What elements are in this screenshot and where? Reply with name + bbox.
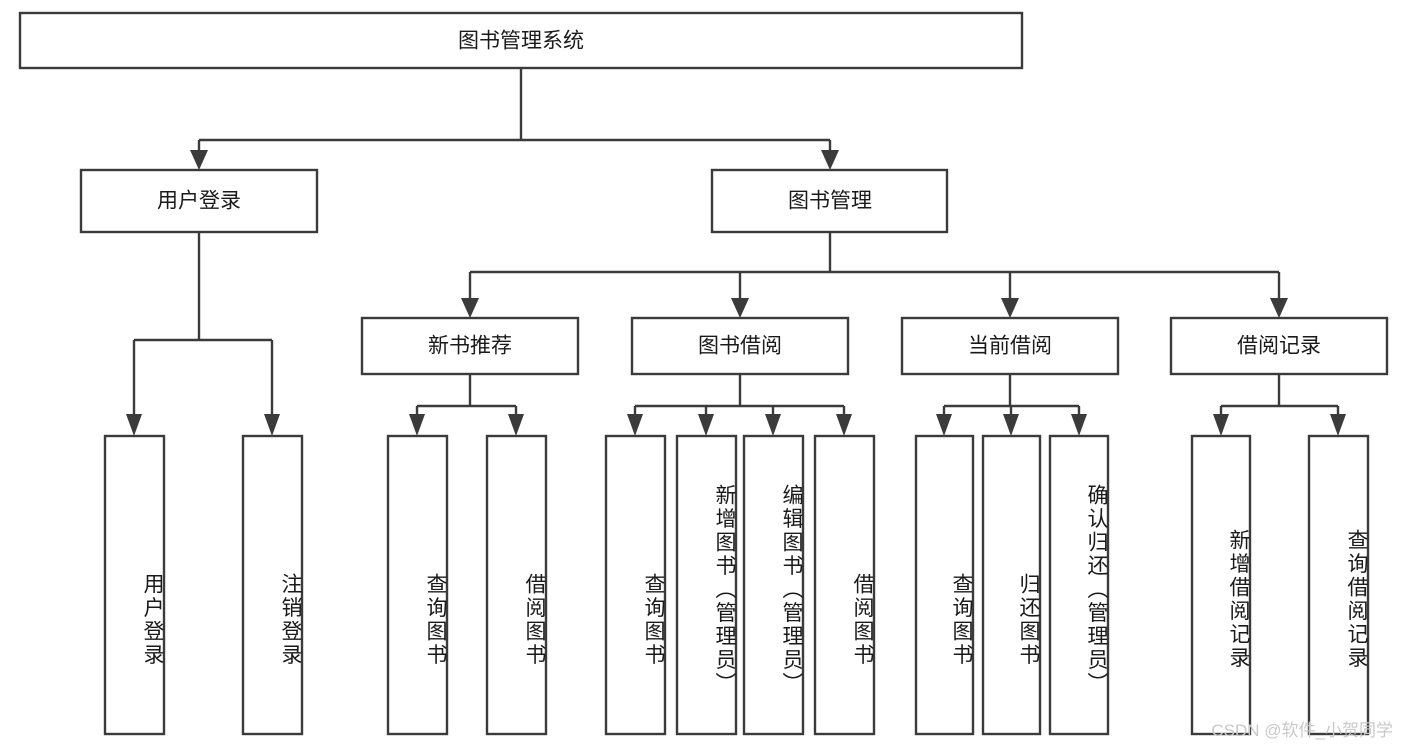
node-borrow-records-box[interactable]	[1169, 316, 1389, 376]
leaf-box-user-login[interactable]	[103, 434, 166, 736]
leaf-box-edit-book-admin[interactable]	[742, 434, 805, 736]
leaf-box-borrow-books-nb[interactable]	[485, 434, 548, 736]
arrow-records-to-leaf2	[1330, 414, 1346, 436]
leaf-box-return-books[interactable]	[981, 434, 1042, 736]
arrow-borrow-to-leaf1	[627, 414, 643, 436]
arrow-borrow-to-leaf4	[836, 414, 852, 436]
leaf-box-query-borrow-record[interactable]	[1307, 434, 1370, 736]
leaf-box-confirm-return-admin[interactable]	[1048, 434, 1110, 736]
arrow-userlogin-to-leaf1	[126, 414, 142, 436]
arrow-bookmgmt-to-records	[1270, 298, 1288, 318]
leaf-box-borrow-books-bb[interactable]	[813, 434, 876, 736]
edge-group-root	[190, 68, 839, 170]
node-new-book-recommend[interactable]: 新书推荐	[360, 316, 580, 376]
arrow-newbooks-to-leaf2	[508, 414, 524, 436]
edge-group-user-login	[126, 232, 280, 436]
arrow-bookmgmt-to-new-books	[461, 298, 479, 318]
node-book-management-label: 图书管理	[788, 190, 872, 213]
edge-group-current	[936, 374, 1087, 436]
node-user-login-label: 用户登录	[157, 190, 241, 213]
node-book-management-box[interactable]	[710, 168, 949, 234]
arrow-current-to-leaf3	[1071, 414, 1087, 436]
node-borrow-records-label: 借阅记录	[1237, 335, 1321, 358]
node-user-login[interactable]: 用户登录	[79, 168, 319, 234]
leaf-box-query-books-bb[interactable]	[604, 434, 667, 736]
arrow-borrow-to-leaf3	[765, 414, 781, 436]
leaf-box-logout[interactable]	[241, 434, 304, 736]
node-root-box[interactable]	[18, 11, 1024, 70]
arrow-records-to-leaf1	[1213, 414, 1229, 436]
leaf-box-query-books-nb[interactable]	[386, 434, 449, 736]
leaf-box-add-borrow-record[interactable]	[1190, 434, 1252, 736]
node-borrow-records[interactable]: 借阅记录	[1169, 316, 1389, 376]
arrow-borrow-to-leaf2	[698, 414, 714, 436]
edge-group-book-mgmt	[461, 232, 1288, 318]
node-book-borrow-box[interactable]	[630, 316, 850, 376]
leaf-boxes	[103, 434, 1370, 736]
leaf-box-query-books-cb[interactable]	[914, 434, 975, 736]
leaf-box-add-book-admin[interactable]	[675, 434, 738, 736]
node-root-label: 图书管理系统	[458, 30, 584, 53]
arrow-bookmgmt-to-current	[1001, 298, 1019, 318]
edge-group-borrow	[627, 374, 852, 436]
edge-group-records	[1213, 374, 1346, 436]
node-book-borrow[interactable]: 图书借阅	[630, 316, 850, 376]
arrow-newbooks-to-leaf1	[409, 414, 425, 436]
arrow-bookmgmt-to-borrow	[731, 298, 749, 318]
node-root[interactable]: 图书管理系统	[18, 11, 1024, 70]
csdn-watermark: CSDN @软件_小贺同学	[1211, 721, 1393, 740]
arrow-current-to-leaf1	[936, 414, 952, 436]
arrow-current-to-leaf2	[1003, 414, 1019, 436]
arrow-root-to-book-mgmt	[821, 150, 839, 170]
node-current-borrow-box[interactable]	[900, 316, 1120, 376]
node-book-management[interactable]: 图书管理	[710, 168, 949, 234]
edge-group-new-books	[409, 374, 524, 436]
node-current-borrow-label: 当前借阅	[968, 335, 1052, 358]
node-book-borrow-label: 图书借阅	[698, 335, 782, 358]
node-current-borrow[interactable]: 当前借阅	[900, 316, 1120, 376]
arrow-userlogin-to-leaf2	[264, 414, 280, 436]
node-new-book-recommend-label: 新书推荐	[428, 335, 512, 358]
arrow-root-to-user-login	[190, 150, 208, 170]
node-new-book-recommend-box[interactable]	[360, 316, 580, 376]
node-user-login-box[interactable]	[79, 168, 319, 234]
